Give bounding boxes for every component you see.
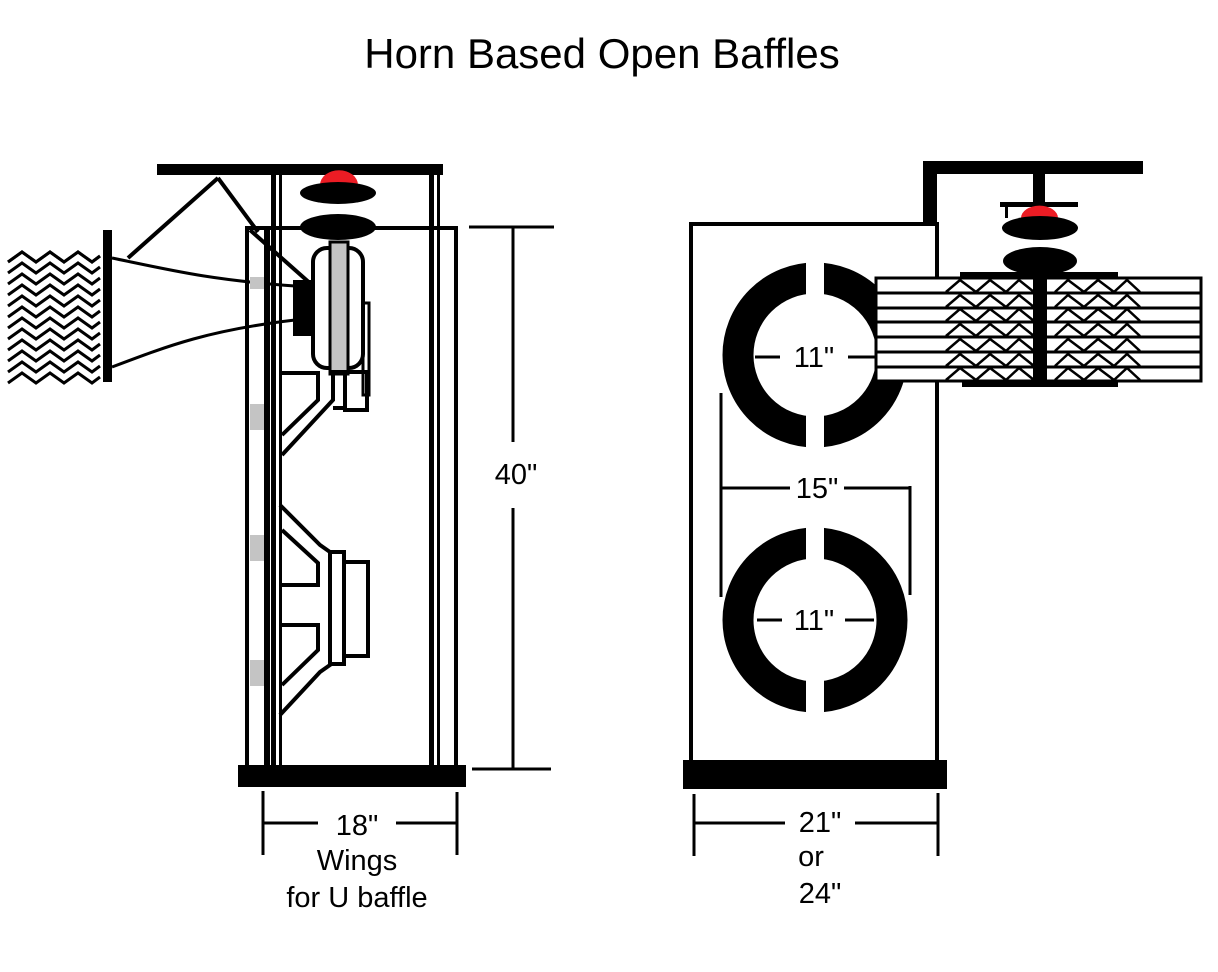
diagram-title: Horn Based Open Baffles [364,30,840,77]
horn-mouth-flange [103,230,112,382]
front-width-or-label: or [798,841,824,873]
woofer-top-label: 11" [794,342,834,374]
panel-block [250,660,264,686]
wings-sub-label: for U baffle [286,882,427,914]
front-width-label: 21" [799,807,842,839]
woofer-upper-side [280,370,369,457]
side-width-dimension [261,791,459,855]
woofer-bottom-ring [722,525,908,715]
front-view: 11" 11" 15" [683,161,1203,910]
front-width-dimension [692,793,940,856]
frame-post [429,172,434,770]
tweeter-dome [1021,205,1058,218]
tweeter-side [300,170,376,240]
horn-slat-stack [874,270,1203,387]
side-view: 40" 18" Wings for U baffle [6,164,554,914]
front-base-plinth [683,760,947,789]
compression-driver [293,280,313,336]
tweeter-dome [320,170,358,185]
baffle-board [264,228,270,770]
driver-plate [328,240,350,376]
horn-center-spine [1033,270,1047,383]
height-dimension [469,225,554,771]
sound-waves-icon [6,250,102,385]
spacing-label: 15" [796,473,839,505]
horn-strut-right [216,176,260,234]
frame-post [437,172,440,770]
horn-strut-left [126,176,220,260]
side-width-label: 18" [336,810,379,842]
frame-post [271,172,276,770]
front-width-alt-label: 24" [799,878,842,910]
panel-block [250,404,264,430]
horn-chevron-pattern [944,278,1142,382]
tweeter-mount-bracket [923,161,1143,224]
height-label: 40" [495,459,538,491]
spacing-dimension [719,393,912,597]
tweeter-lens [1003,247,1077,275]
panel-block [250,535,264,561]
base-plinth [238,765,466,787]
frame-post [279,172,282,770]
woofer-lower-side [278,503,370,717]
wings-label: Wings [317,845,398,877]
panel-block [250,277,264,289]
top-support-bar [157,164,443,175]
tweeter-lens [1002,216,1078,240]
woofer-bottom-label: 11" [794,605,834,637]
